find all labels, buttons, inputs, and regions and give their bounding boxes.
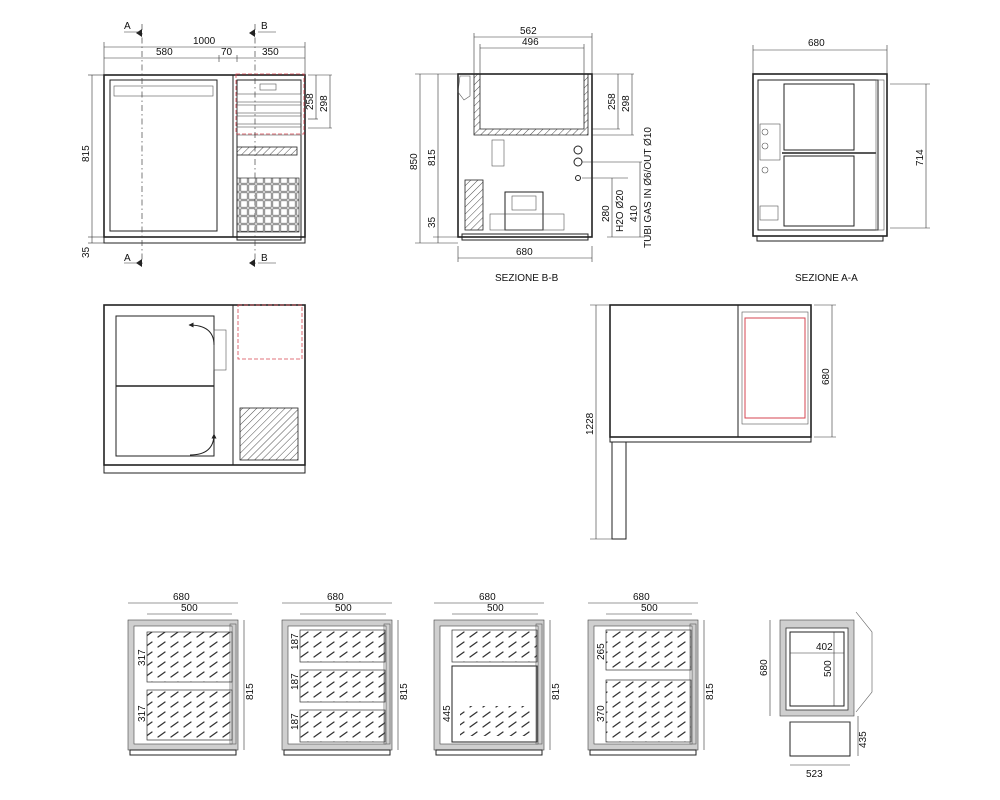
section-mark-a-bottom: A <box>124 253 131 264</box>
dim-front-mid: 70 <box>221 47 233 58</box>
dim-v2-187b: 187 <box>290 673 301 690</box>
dim-d5-402: 402 <box>816 642 833 653</box>
dim-v4-inner: 500 <box>641 603 658 614</box>
plan-left-hidden <box>237 304 303 360</box>
dim-v3-445: 445 <box>442 705 453 722</box>
dim-plan-680: 680 <box>821 368 832 385</box>
aa-lower-compartment <box>783 155 855 227</box>
dim-d5-500: 500 <box>823 660 834 677</box>
drawer-view-2: 680 500 187 187 187 815 <box>281 592 410 756</box>
dim-front-height: 815 <box>81 145 92 162</box>
dim-bb-inner: 496 <box>522 37 539 48</box>
dim-v1-inner: 500 <box>181 603 198 614</box>
dim-front-258: 258 <box>305 93 316 110</box>
drawer-view-1: 680 500 317 317 815 <box>127 592 256 756</box>
v4-drawer-top <box>605 629 692 671</box>
dim-d5-435: 435 <box>858 731 869 748</box>
dim-v3-width: 680 <box>479 592 496 603</box>
section-bb: 562 496 850 815 35 258 298 280 410 H2O Ø… <box>409 26 654 284</box>
plan-right-door-open <box>611 441 627 540</box>
v1-drawer-bottom <box>146 689 233 741</box>
dim-v1-height: 815 <box>245 683 256 700</box>
dim-v1-317a: 317 <box>137 649 148 666</box>
bb-outline <box>457 73 593 238</box>
v2-drawer-2 <box>299 669 386 703</box>
v2-drawer-3 <box>299 709 386 743</box>
d5-drawer-open <box>789 721 851 757</box>
plan-view-right: 1228 680 <box>585 304 836 540</box>
dim-front-foot: 35 <box>81 246 92 258</box>
section-bb-caption: SEZIONE B-B <box>495 273 559 284</box>
dim-bb-35: 35 <box>427 216 438 228</box>
control-column <box>236 79 302 241</box>
dim-bb-bottom: 680 <box>516 247 533 258</box>
drawer-detail: 680 402 500 435 523 <box>759 611 873 780</box>
section-aa: 680 714 SEZIONE A-A <box>752 38 930 284</box>
plan-left-condenser <box>239 407 299 461</box>
plan-view-left <box>103 304 306 474</box>
dim-v4-265: 265 <box>596 643 607 660</box>
v1-drawer-top <box>146 631 233 683</box>
dim-bb-850: 850 <box>409 153 420 170</box>
dim-v1-317b: 317 <box>137 705 148 722</box>
v3-large-drawer <box>451 665 538 743</box>
dim-v3-inner: 500 <box>487 603 504 614</box>
dim-v2-187a: 187 <box>290 633 301 650</box>
front-view: 1000 580 70 350 815 35 258 298 A B A B <box>81 21 332 267</box>
dim-front-total: 1000 <box>193 36 216 47</box>
door-handle <box>113 85 214 97</box>
section-mark-b-top: B <box>261 21 268 32</box>
aa-upper-compartment <box>783 83 855 151</box>
dim-bb-top: 562 <box>520 26 537 37</box>
front-plinth <box>103 236 306 244</box>
v3-drawer-top <box>451 629 538 663</box>
front-door <box>109 79 218 232</box>
dim-front-right: 350 <box>262 47 279 58</box>
bb-compressor <box>504 191 544 231</box>
condenser-grille <box>236 177 300 233</box>
bb-valve <box>491 139 505 167</box>
dim-v4-370: 370 <box>596 705 607 722</box>
section-mark-b-bottom: B <box>261 253 268 264</box>
dim-bb-815: 815 <box>427 149 438 166</box>
bb-condenser <box>464 179 484 231</box>
label-h2o: H2O Ø20 <box>615 189 626 232</box>
dim-v1-width: 680 <box>173 592 190 603</box>
hidden-volume <box>235 73 305 135</box>
v2-drawer-1 <box>299 629 386 663</box>
dim-plan-1228: 1228 <box>585 412 596 435</box>
dim-v2-width: 680 <box>327 592 344 603</box>
dim-v2-187c: 187 <box>290 713 301 730</box>
control-display <box>259 83 277 91</box>
dim-aa-714: 714 <box>915 149 926 166</box>
v4-drawer-bottom <box>605 679 692 743</box>
dim-front-298: 298 <box>319 95 330 112</box>
dim-bb-258: 258 <box>607 93 618 110</box>
dim-front-left: 580 <box>156 47 173 58</box>
drawer-view-4: 680 500 265 370 815 <box>587 592 716 756</box>
drawer-view-3: 680 500 445 815 <box>433 592 562 756</box>
dim-bb-298: 298 <box>621 95 632 112</box>
dim-v2-inner: 500 <box>335 603 352 614</box>
dim-aa-top: 680 <box>808 38 825 49</box>
aa-outline <box>752 73 888 237</box>
section-mark-a-top: A <box>124 21 131 32</box>
dim-bb-410: 410 <box>629 205 640 222</box>
dim-bb-280: 280 <box>601 205 612 222</box>
dim-d5-523: 523 <box>806 769 823 780</box>
dim-v4-height: 815 <box>705 683 716 700</box>
section-aa-caption: SEZIONE A-A <box>795 273 858 284</box>
label-gas-pipes: TUBI GAS IN Ø6/OUT Ø10 <box>643 127 654 248</box>
plan-right-outline <box>609 304 812 438</box>
dim-v2-height: 815 <box>399 683 410 700</box>
bb-insulated-tank <box>473 73 589 136</box>
plan-right-door-outline <box>744 317 806 419</box>
dim-d5-680: 680 <box>759 659 770 676</box>
dim-v3-height: 815 <box>551 683 562 700</box>
dim-v4-width: 680 <box>633 592 650 603</box>
